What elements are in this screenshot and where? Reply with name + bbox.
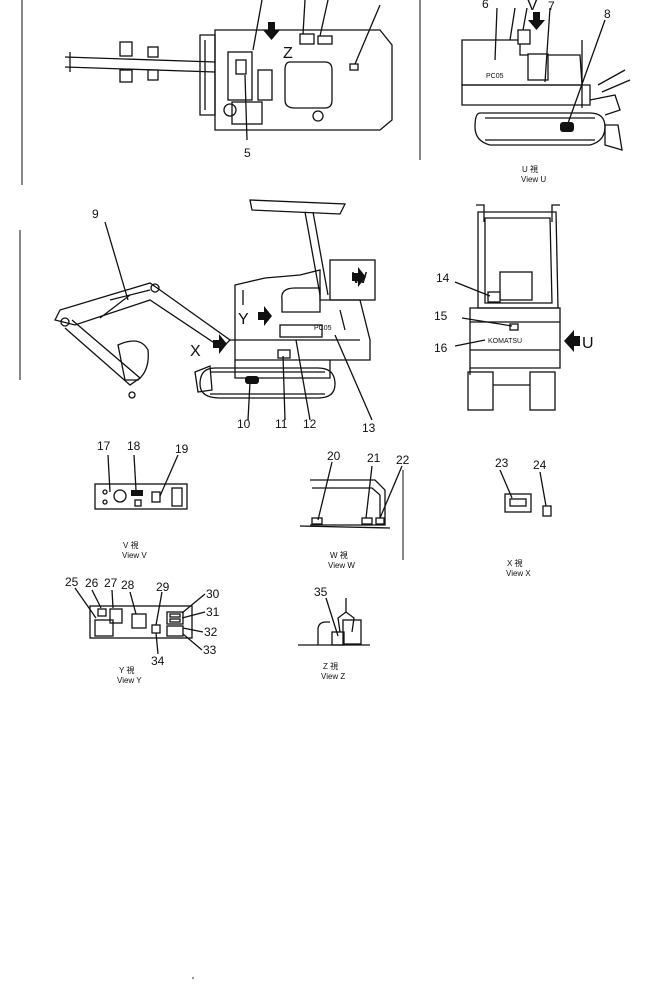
callout-33: 33 bbox=[203, 643, 217, 657]
callout-18: 18 bbox=[127, 439, 141, 453]
callout-30: 30 bbox=[206, 587, 220, 601]
callout-34: 34 bbox=[151, 654, 165, 668]
view-u-machine bbox=[461, 7, 631, 151]
view-x-detail bbox=[499, 469, 552, 517]
view-letter-u: U bbox=[582, 335, 594, 352]
callout-35: 35 bbox=[314, 585, 328, 599]
view-w-arrow bbox=[352, 267, 366, 287]
callout-31: 31 bbox=[206, 605, 220, 619]
callout-32: 32 bbox=[204, 625, 218, 639]
callout-13: 13 bbox=[362, 421, 376, 435]
view-u-arrow bbox=[564, 330, 580, 352]
view-z-caption: View Z bbox=[321, 672, 345, 681]
view-u-caption: View U bbox=[521, 175, 546, 184]
view-y-arrow bbox=[258, 306, 272, 326]
callout-5: 5 bbox=[244, 146, 251, 160]
view-x-arrow bbox=[213, 334, 227, 354]
view-v-arrow bbox=[528, 12, 545, 30]
view-z-detail bbox=[298, 597, 370, 646]
top-view-machine bbox=[64, 0, 393, 141]
callout-21: 21 bbox=[367, 451, 381, 465]
view-y-caption-top: Y 視 bbox=[119, 666, 134, 675]
callout-16: 16 bbox=[434, 341, 448, 355]
model-label-rear: PC05 bbox=[486, 73, 504, 80]
callout-23: 23 bbox=[495, 456, 509, 470]
view-w-caption-top: W 視 bbox=[330, 551, 348, 560]
callout-26: 26 bbox=[85, 576, 99, 590]
view-v-detail bbox=[94, 454, 188, 510]
view-z-arrow bbox=[263, 22, 280, 40]
view-letter-y: Y bbox=[238, 311, 249, 328]
view-letter-z: Z bbox=[283, 45, 293, 62]
view-v-caption: View V bbox=[122, 551, 147, 560]
view-letter-w: W bbox=[352, 270, 368, 287]
view-u-caption-top: U 視 bbox=[522, 165, 538, 174]
callout-12: 12 bbox=[303, 417, 317, 431]
callout-9: 9 bbox=[92, 207, 99, 221]
view-x-caption: View X bbox=[506, 569, 531, 578]
view-letter-x: X bbox=[190, 343, 201, 360]
callout-27: 27 bbox=[104, 576, 118, 590]
view-x-caption-top: X 視 bbox=[507, 559, 523, 568]
model-label-side: PC05 bbox=[314, 325, 332, 332]
callout-6: 6 bbox=[482, 0, 489, 11]
callout-15: 15 bbox=[434, 309, 448, 323]
view-z-caption-top: Z 視 bbox=[323, 662, 338, 671]
view-w-caption: View W bbox=[328, 561, 355, 570]
callout-7: 7 bbox=[548, 0, 555, 13]
callout-17: 17 bbox=[97, 439, 111, 453]
callout-11: 11 bbox=[275, 417, 288, 431]
rear-view-machine bbox=[454, 204, 580, 411]
callout-25: 25 bbox=[65, 575, 79, 589]
callout-29: 29 bbox=[156, 580, 170, 594]
callout-28: 28 bbox=[121, 578, 135, 592]
callout-8: 8 bbox=[604, 7, 611, 21]
callout-22: 22 bbox=[396, 453, 410, 467]
stray-dot bbox=[192, 977, 194, 979]
callout-19: 19 bbox=[175, 442, 189, 456]
callout-20: 20 bbox=[327, 449, 341, 463]
view-y-detail bbox=[74, 587, 206, 655]
brand-label: KOMATSU bbox=[488, 338, 522, 345]
side-view-machine bbox=[54, 199, 376, 421]
view-v-caption-top: V 視 bbox=[123, 541, 139, 550]
view-letter-v: V bbox=[527, 0, 538, 14]
view-w-detail bbox=[299, 461, 403, 529]
callout-10: 10 bbox=[237, 417, 251, 431]
callout-14: 14 bbox=[436, 271, 450, 285]
callout-24: 24 bbox=[533, 458, 547, 472]
view-y-caption: View Y bbox=[117, 676, 142, 685]
